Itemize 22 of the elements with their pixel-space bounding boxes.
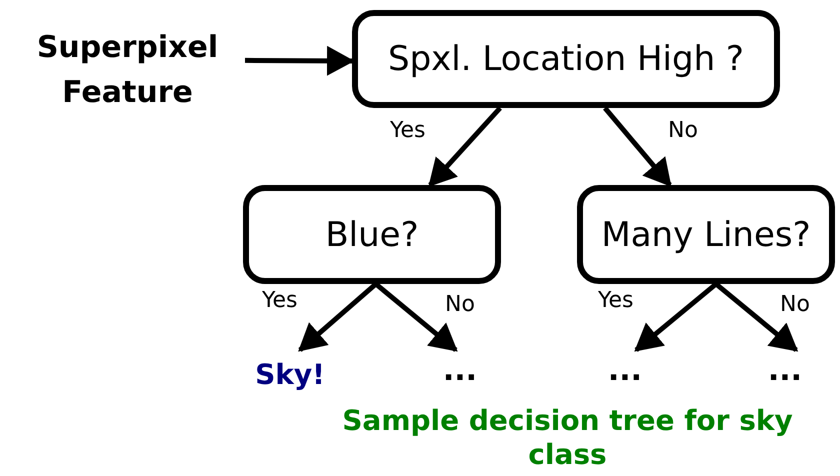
arrow bbox=[428, 106, 502, 187]
decision-box: Spxl. Location High ? bbox=[352, 10, 780, 108]
edge-label: Yes bbox=[262, 288, 298, 313]
leaf-ellipsis: ... bbox=[425, 350, 495, 390]
edge-label: No bbox=[780, 292, 810, 317]
input-label: Superpixel Feature bbox=[10, 22, 245, 118]
edge-label: Yes bbox=[598, 288, 634, 313]
arrow bbox=[714, 282, 798, 352]
edge-label: Yes bbox=[390, 118, 426, 143]
leaf-ellipsis: ... bbox=[590, 350, 660, 390]
edge-label: No bbox=[668, 118, 698, 143]
arrow bbox=[244, 46, 354, 76]
leaf-ellipsis: ... bbox=[750, 350, 820, 390]
caption: Sample decision tree for sky class bbox=[341, 404, 794, 472]
arrow bbox=[298, 282, 378, 352]
decision-box: Blue? bbox=[243, 185, 501, 284]
edge-label: No bbox=[445, 292, 475, 317]
arrow bbox=[374, 282, 458, 352]
arrow bbox=[603, 106, 672, 187]
decision-box: Many Lines? bbox=[577, 185, 835, 284]
arrow bbox=[634, 282, 718, 352]
leaf-label: Sky! bbox=[240, 350, 340, 400]
